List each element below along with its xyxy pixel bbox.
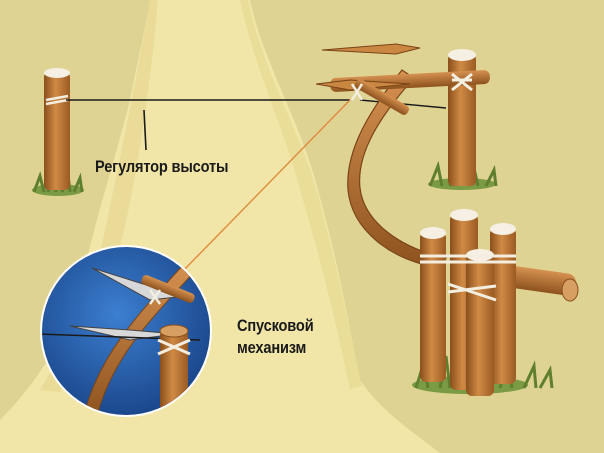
trigger-mechanism-label: Спусковой механизм [237, 315, 314, 359]
leader-line [177, 99, 351, 277]
rope-binding-icon [350, 83, 364, 101]
trigger-label-line1: Спусковой [237, 316, 314, 335]
magnifier-inset-icon [40, 245, 212, 417]
spear-icon [321, 43, 421, 55]
rope-binding-icon [451, 72, 473, 92]
rope-binding-icon [420, 254, 516, 302]
path-shading [240, 0, 362, 390]
height-regulator-label: Регулятор высоты [95, 157, 229, 176]
anchor-stakes [412, 209, 579, 396]
height-pointer [143, 109, 147, 151]
trigger-label-line2: механизм [237, 338, 307, 357]
left-stake [32, 68, 84, 196]
trigger-stake [315, 43, 498, 190]
path-shading-left [40, 0, 158, 392]
